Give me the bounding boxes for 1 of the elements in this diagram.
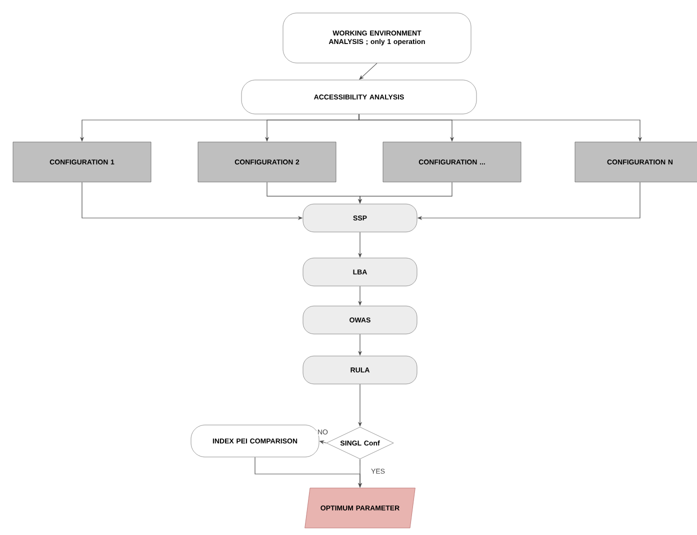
arrow xyxy=(359,62,378,80)
